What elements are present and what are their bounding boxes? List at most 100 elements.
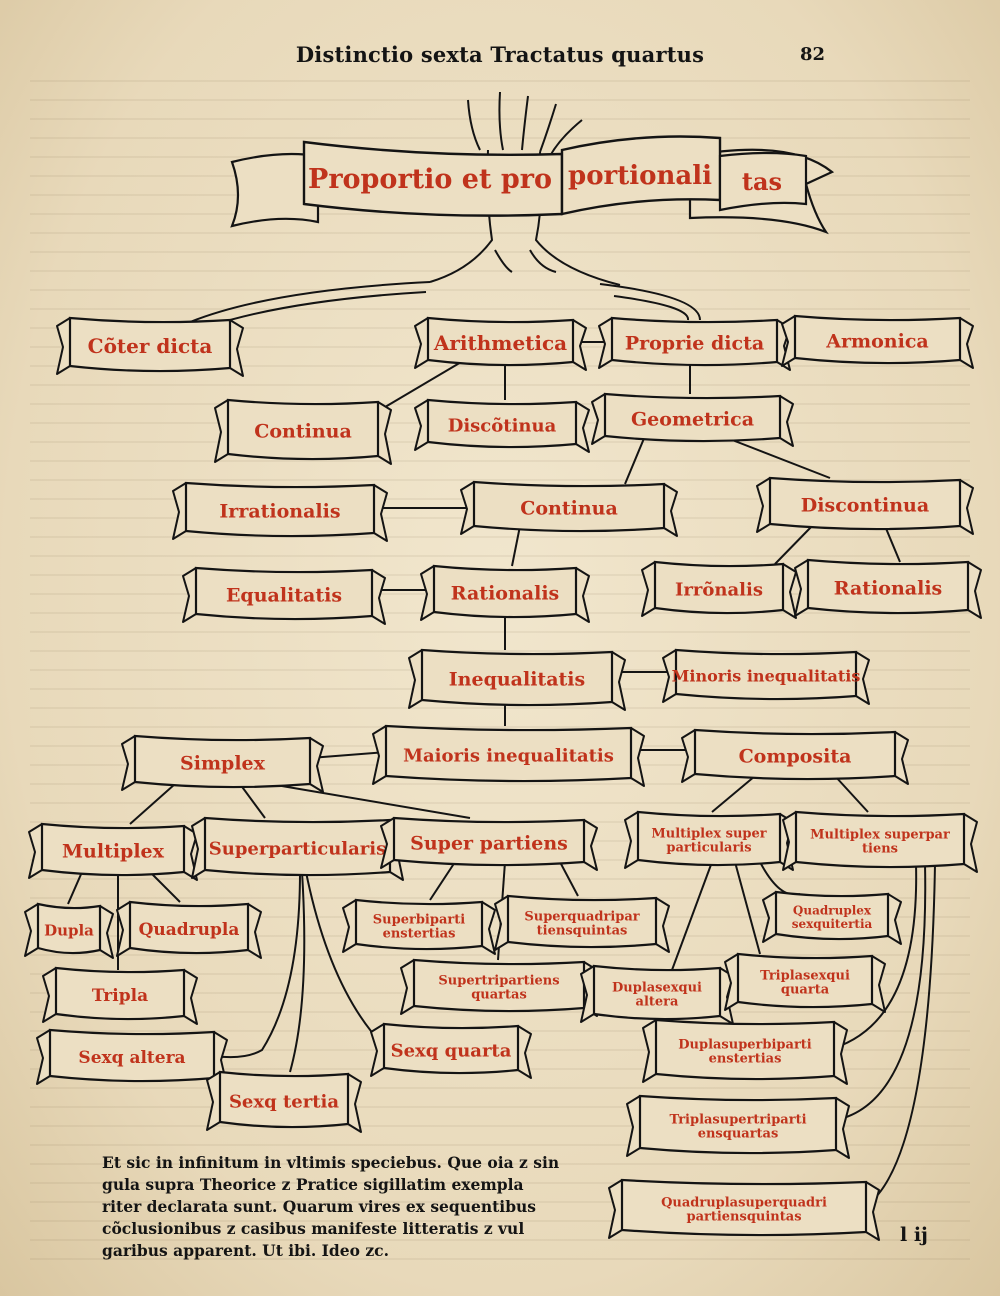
banner-scroll	[638, 1094, 838, 1155]
banner-conter: Cõter dicta	[56, 316, 244, 377]
banner-inequalitatis: Inequalitatis	[408, 648, 626, 711]
banner-right-curl	[575, 401, 590, 453]
banner-left-curl	[414, 399, 429, 451]
connector-line	[129, 783, 176, 825]
banner-left-curl	[372, 725, 387, 785]
banner-scroll	[36, 902, 102, 955]
connector-line	[774, 523, 815, 565]
banner-irronalis: Irrõnalis	[641, 560, 797, 619]
banner-left-curl	[24, 903, 39, 957]
banner-right-curl	[865, 1181, 880, 1241]
banner-right-curl	[663, 483, 678, 537]
node-label: tiens	[862, 842, 898, 857]
connector-line	[239, 783, 266, 819]
node-label: Superparticularis	[209, 838, 387, 859]
banner-scroll	[636, 810, 782, 867]
node-label: Irrõnalis	[675, 579, 763, 600]
banner-left-curl	[116, 901, 131, 957]
connector-line	[865, 863, 936, 1207]
banner-left-curl	[172, 482, 187, 540]
node-label: partiensquintas	[686, 1210, 801, 1225]
banner-left-curl	[782, 811, 797, 871]
node-label: Triplasupertriparti	[669, 1112, 806, 1127]
node-label: Inequalitatis	[449, 669, 585, 691]
node-label: tiensquintas	[537, 924, 628, 939]
node-label: Quadrupla	[139, 920, 240, 940]
connector-line	[721, 435, 831, 479]
banner-left-curl	[380, 817, 395, 869]
banner-geometrica: Geometrica	[591, 392, 794, 447]
banner-right-curl	[894, 731, 909, 785]
banner-right-curl	[835, 1097, 850, 1159]
banner-scroll	[226, 398, 380, 461]
banner-left-curl	[420, 565, 435, 621]
banner-scroll	[218, 1070, 350, 1129]
connector-line	[511, 525, 521, 567]
banner-arithmetica: Arithmetica	[414, 316, 587, 371]
banner-scroll	[426, 398, 578, 449]
banner-left-curl	[400, 959, 415, 1015]
banner-scroll	[432, 564, 578, 619]
banner-left-curl	[42, 967, 57, 1023]
banner-left-curl	[28, 823, 43, 879]
banner-left-curl	[662, 649, 677, 703]
banner-superpartiens: Super partiens	[380, 816, 598, 871]
banner-right-curl	[782, 563, 797, 619]
banner-right-curl	[963, 813, 978, 873]
banner-superparticularis: Superparticularis	[191, 816, 404, 881]
node-label: Proprie dicta	[625, 333, 764, 355]
node-label: Discõtinua	[448, 415, 557, 436]
banner-scroll	[420, 648, 614, 707]
banner-scroll	[603, 392, 782, 443]
closing-paragraph: Et sic in infinitum in vltimis speciebus…	[102, 1152, 562, 1262]
connector-line	[884, 525, 901, 563]
banner-scroll	[354, 898, 484, 951]
banner-left-curl	[121, 735, 136, 791]
node-label: sexquitertia	[792, 917, 873, 931]
banner-right-curl	[871, 955, 886, 1013]
banner-simplex: Simplex	[121, 734, 324, 793]
banner-left-curl	[370, 1023, 385, 1077]
banner-left-curl	[641, 561, 656, 617]
banner-scroll	[68, 316, 232, 373]
node-label: Sexq quarta	[391, 1040, 512, 1061]
node-label: Cõter dicta	[88, 334, 213, 358]
banner-scroll	[654, 1018, 836, 1081]
banner-right-curl	[377, 401, 392, 465]
banner-left-curl	[182, 567, 197, 623]
connector-line	[269, 783, 471, 819]
banner-right-curl	[833, 1021, 848, 1085]
node-label: quarta	[781, 983, 830, 998]
banner-rationalis2: Rationalis	[794, 558, 982, 619]
banner-scroll	[674, 648, 858, 701]
banner-right-curl	[481, 901, 496, 955]
node-label: Multiplex super	[651, 826, 766, 841]
banner-right-curl	[611, 651, 626, 711]
banner-rationalis1: Rationalis	[420, 564, 590, 623]
node-label: Sexq altera	[78, 1048, 185, 1068]
banner-scroll	[54, 966, 186, 1021]
banner-right-curl	[572, 319, 587, 371]
banner-scroll	[620, 1178, 868, 1237]
connector-line	[624, 435, 646, 485]
banner-left-curl	[608, 1179, 623, 1239]
title-text: tas	[742, 167, 782, 196]
banner-left-curl	[756, 477, 771, 533]
banner-scroll	[194, 566, 374, 621]
node-label: Simplex	[180, 753, 266, 775]
banner-scroll	[203, 816, 392, 877]
banner-left-curl	[624, 811, 639, 869]
banner-left-curl	[191, 817, 206, 879]
banner-right-curl	[183, 969, 198, 1025]
node-label: Continua	[520, 498, 618, 520]
banner-left-curl	[642, 1019, 657, 1083]
banner-scroll	[392, 816, 586, 867]
